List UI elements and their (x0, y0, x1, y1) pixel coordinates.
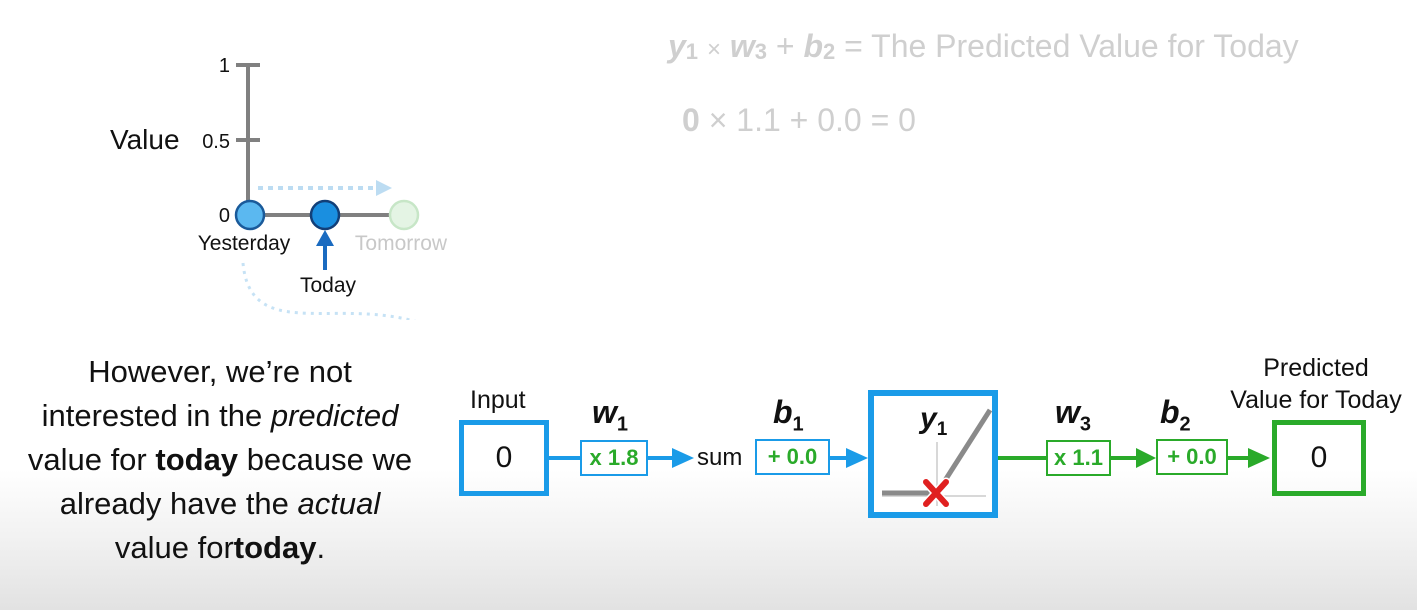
y1-sub: 1 (936, 419, 948, 440)
y1-var: y (920, 402, 937, 435)
b1-var: b (773, 394, 793, 430)
eq-rhs: = The Predicted Value for Today (844, 28, 1299, 64)
output-label: Predicted Value for Today (1216, 352, 1416, 416)
w1-var: w (592, 394, 617, 430)
arrow-up-icon (316, 230, 334, 270)
y1-label: y1 (920, 402, 947, 441)
b2-value: + 0.0 (1167, 444, 1217, 469)
caption-part-7: value for (114, 530, 234, 565)
arrow-head-w3 (1136, 448, 1156, 468)
eq2-input: 0 (682, 102, 700, 138)
point-tomorrow (388, 199, 420, 231)
relu-graph-icon (882, 408, 992, 509)
eq2-rest: × 1.1 + 0.0 = 0 (708, 102, 916, 138)
b2-sub: 2 (1179, 413, 1191, 436)
input-box: 0 (459, 420, 549, 496)
w3-var: w (1055, 394, 1080, 430)
x-label-tomorrow: Tomorrow (355, 232, 448, 255)
caption-part-today-2: today (233, 530, 317, 565)
eq-w-sub: 3 (754, 39, 767, 64)
equation-line-2: 0 × 1.1 + 0.0 = 0 (682, 102, 916, 139)
x-label-today: Today (300, 274, 357, 297)
eq-op1: × (706, 36, 721, 63)
timeline-chart: Value 1 0.5 0 Yesterday Tomorrow Today (110, 55, 448, 320)
arrow-head-b2 (1248, 448, 1270, 468)
caption-part-3: value for (27, 442, 147, 477)
y-tick-label-0: 0 (219, 205, 230, 227)
w3-value: x 1.1 (1054, 445, 1103, 470)
eq-y-var: y (668, 28, 686, 64)
w3-sub: 3 (1079, 413, 1092, 436)
y-tick-label-1: 1 (219, 55, 230, 77)
output-value: 0 (1310, 441, 1328, 474)
eq-b-var: b (803, 28, 823, 64)
output-label-line-2: Value for Today (1230, 386, 1402, 414)
x-label-yesterday: Yesterday (198, 232, 291, 255)
w1-weight-box: x 1.8 (580, 440, 648, 476)
dashed-arrow-icon (258, 180, 392, 196)
b1-label: b1 (773, 394, 804, 436)
w3-weight-box: x 1.1 (1046, 440, 1111, 476)
w1-label: w1 (592, 394, 628, 436)
caption-part-5: because we already have the (59, 442, 413, 521)
input-value: 0 (495, 441, 513, 474)
caption-text: However, we’re not interested in the pre… (20, 350, 420, 570)
w1-sub: 1 (616, 413, 629, 436)
b1-value: + 0.0 (767, 444, 818, 469)
eq-w-var: w (729, 28, 755, 64)
caption-part-1: However, we’re not interested in the (41, 354, 352, 433)
w1-value: x 1.8 (589, 445, 639, 470)
y-axis-label: Value (110, 124, 180, 155)
eq-b-sub: 2 (823, 39, 836, 64)
point-yesterday (234, 199, 266, 231)
output-box: 0 (1272, 420, 1366, 496)
activation-node: y1 (868, 390, 998, 518)
x-mark-icon (921, 477, 951, 509)
arrow-head-w1 (672, 448, 694, 468)
output-label-line-1: Predicted (1263, 354, 1369, 382)
caption-part-predicted: predicted (270, 398, 399, 433)
sum-label: sum (697, 444, 743, 471)
b1-sub: 1 (792, 413, 804, 436)
b2-label: b2 (1160, 394, 1191, 436)
eq-y-sub: 1 (685, 39, 699, 64)
caption-part-today-1: today (155, 442, 239, 477)
w3-label: w3 (1055, 394, 1091, 436)
b1-bias-box: + 0.0 (755, 439, 830, 475)
input-label: Input (470, 386, 526, 414)
caption-part-actual: actual (297, 486, 381, 521)
point-today (309, 199, 341, 231)
y-tick-label-0-5: 0.5 (202, 131, 230, 153)
equation-line-1: y1 × w3 + b2 = The Predicted Value for T… (668, 28, 1299, 65)
arrow-head-b1 (846, 448, 868, 468)
eq-op2: + (775, 28, 795, 64)
caption-part-9: . (316, 530, 326, 565)
b2-bias-box: + 0.0 (1156, 439, 1228, 475)
b2-var: b (1160, 394, 1180, 430)
